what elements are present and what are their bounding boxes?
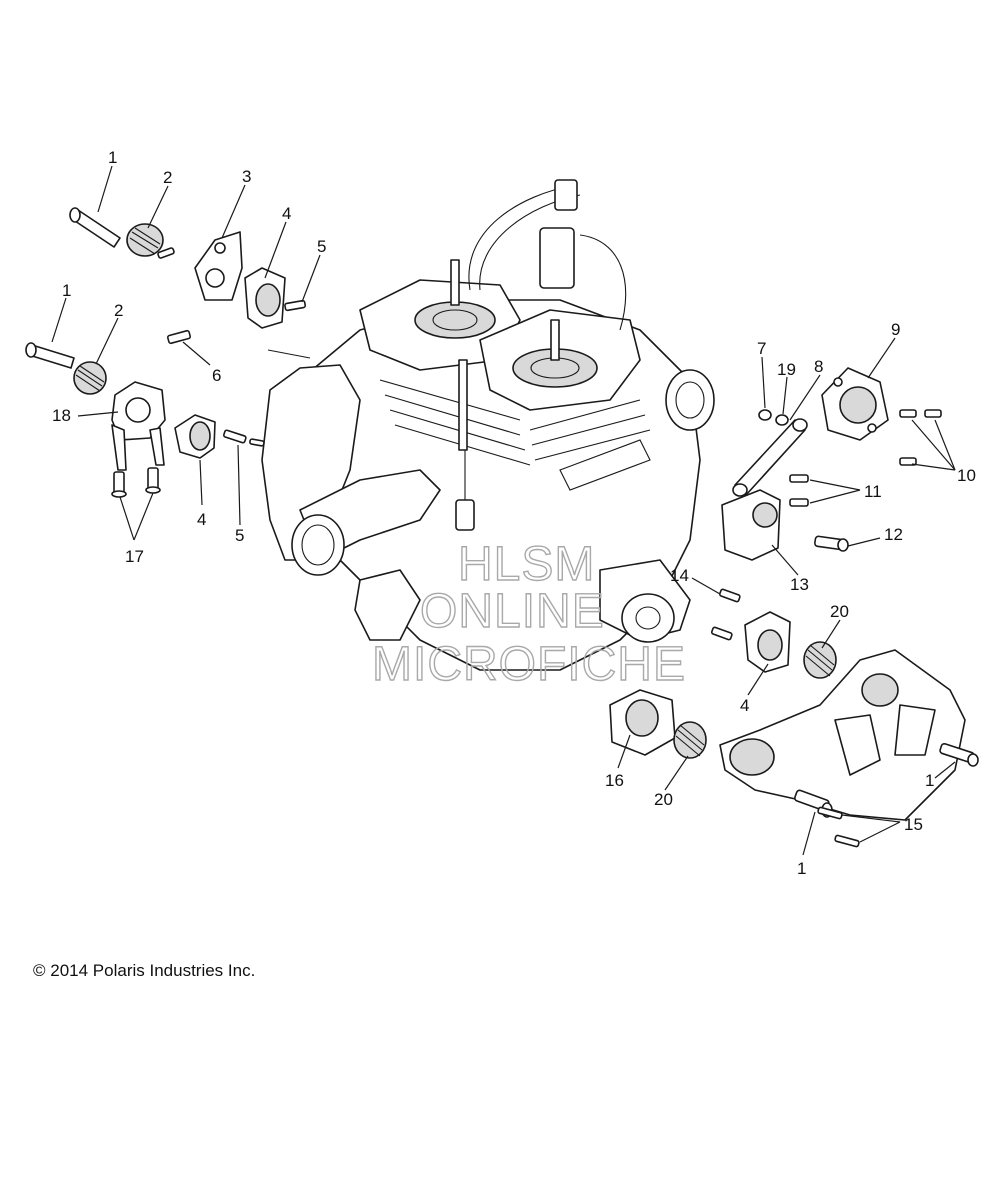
callout-10: 10 bbox=[957, 466, 976, 485]
callout-2: 2 bbox=[163, 168, 172, 187]
callout-3: 3 bbox=[242, 167, 251, 186]
callout-20: 20 bbox=[830, 602, 849, 621]
callout-17: 17 bbox=[125, 547, 144, 566]
callout-16: 16 bbox=[605, 771, 624, 790]
callout-14: 14 bbox=[670, 566, 689, 585]
upper-right-mount-group bbox=[721, 367, 942, 561]
callout-1: 1 bbox=[797, 859, 806, 878]
callout-labels: 1 2 3 4 5 6 1 2 18 4 5 17 7 19 8 9 10 11… bbox=[52, 148, 976, 878]
callout-4: 4 bbox=[197, 510, 206, 529]
callout-15: 15 bbox=[904, 815, 923, 834]
watermark: HLSM ONLINE MICROFICHE bbox=[371, 537, 686, 691]
middle-left-mount-group bbox=[25, 342, 265, 498]
watermark-line-2: ONLINE bbox=[420, 585, 605, 638]
callout-5: 5 bbox=[317, 237, 326, 256]
upper-left-mount-group bbox=[69, 207, 311, 359]
lower-right-mount-group bbox=[609, 588, 979, 848]
callout-1: 1 bbox=[108, 148, 117, 167]
leader-lines bbox=[51, 165, 956, 856]
callout-4: 4 bbox=[740, 696, 749, 715]
callout-11: 11 bbox=[864, 482, 882, 501]
copyright-notice: © 2014 Polaris Industries Inc. bbox=[33, 961, 255, 980]
watermark-line-3: MICROFICHE bbox=[372, 638, 686, 691]
callout-9: 9 bbox=[891, 320, 900, 339]
callout-6: 6 bbox=[212, 366, 221, 385]
callout-18: 18 bbox=[52, 406, 71, 425]
callout-12: 12 bbox=[884, 525, 903, 544]
callout-1: 1 bbox=[925, 771, 934, 790]
engine-assembly bbox=[261, 179, 715, 671]
callout-7: 7 bbox=[757, 339, 766, 358]
callout-1: 1 bbox=[62, 281, 71, 300]
watermark-line-1: HLSM bbox=[458, 538, 595, 591]
callout-13: 13 bbox=[790, 575, 809, 594]
callout-8: 8 bbox=[814, 357, 823, 376]
callout-19: 19 bbox=[777, 360, 796, 379]
callout-2: 2 bbox=[114, 301, 123, 320]
callout-5: 5 bbox=[235, 526, 244, 545]
callout-20: 20 bbox=[654, 790, 673, 809]
callout-4: 4 bbox=[282, 204, 291, 223]
